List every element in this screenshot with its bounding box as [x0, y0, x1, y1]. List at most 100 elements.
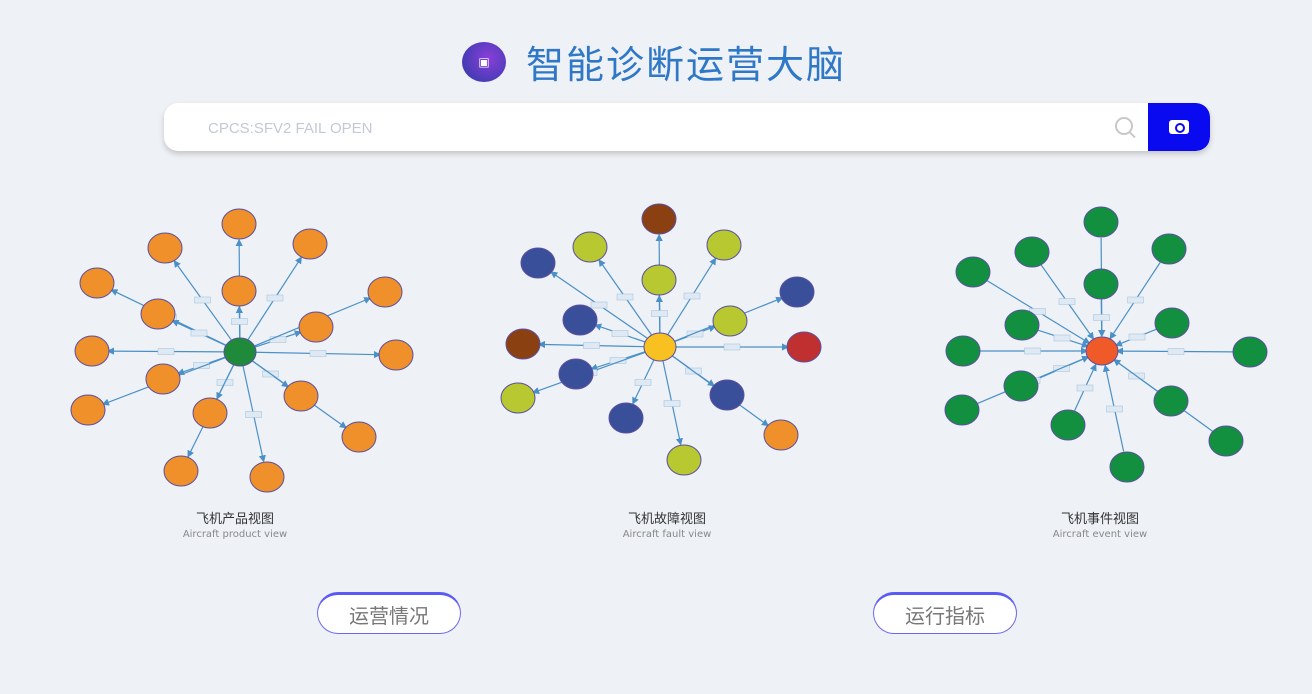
graph-node[interactable]: [283, 380, 319, 412]
search-icon[interactable]: [1115, 117, 1133, 135]
header: ▣ 智能诊断运营大脑: [462, 34, 846, 89]
page-title: 智能诊断运营大脑: [526, 43, 847, 87]
screen-check-icon: [1169, 120, 1189, 134]
graph-node[interactable]: [1050, 409, 1086, 441]
graph-node[interactable]: [298, 311, 334, 343]
graph-node[interactable]: [79, 267, 115, 299]
event-view-graph[interactable]: [944, 206, 1268, 483]
graph-center-node[interactable]: [1085, 336, 1119, 366]
edge-label: [1024, 347, 1041, 355]
edge-label: [1058, 298, 1076, 305]
view-subtitle: Aircraft fault view: [622, 529, 712, 540]
edge-label: [616, 293, 634, 301]
graph-node[interactable]: [1083, 268, 1119, 300]
view-title: 飞机产品视图: [195, 512, 274, 527]
graph-node[interactable]: [221, 275, 257, 307]
edge-label: [1053, 334, 1071, 342]
edge-label: [309, 350, 327, 357]
edge-label: [663, 400, 681, 407]
graph-node[interactable]: [1153, 385, 1189, 417]
edge-label: [1106, 405, 1123, 413]
edge-label: [231, 318, 248, 325]
graph-node[interactable]: [955, 256, 991, 288]
graph-node[interactable]: [1083, 206, 1119, 238]
product-view-caption: 飞机产品视图 Aircraft product view: [135, 508, 335, 540]
product-view-graph[interactable]: [70, 208, 414, 493]
edge-label: [245, 411, 262, 418]
edge-label: [590, 301, 608, 309]
edge-label: [683, 292, 701, 300]
graph-node[interactable]: [709, 379, 745, 411]
graph-node[interactable]: [944, 394, 980, 426]
edge-label: [611, 330, 629, 337]
event-view-caption: 飞机事件视图 Aircraft event view: [1000, 508, 1200, 540]
graph-node[interactable]: [221, 208, 257, 240]
edge-label: [193, 362, 210, 369]
fault-view-graph[interactable]: [500, 203, 822, 476]
graph-node[interactable]: [500, 382, 536, 414]
graph-node[interactable]: [140, 298, 176, 330]
edge-label: [609, 357, 627, 364]
graph-node[interactable]: [1232, 336, 1268, 368]
graph-node[interactable]: [562, 304, 598, 336]
graph-node[interactable]: [706, 229, 742, 261]
graph-node[interactable]: [341, 421, 377, 453]
graph-node[interactable]: [74, 335, 110, 367]
graph-node[interactable]: [572, 231, 608, 263]
brain-logo-icon: ▣: [462, 41, 506, 82]
graph-node[interactable]: [641, 264, 677, 296]
graph-center-node[interactable]: [223, 337, 257, 367]
view-title: 飞机事件视图: [1060, 512, 1139, 527]
graph-node[interactable]: [163, 455, 199, 487]
search-input[interactable]: [206, 103, 1090, 151]
graph-node[interactable]: [666, 444, 702, 476]
graph-node[interactable]: [378, 339, 414, 371]
graph-center-node[interactable]: [643, 332, 677, 362]
edge-label: [1127, 296, 1144, 304]
edge-label: [1128, 333, 1146, 341]
operations-button[interactable]: 运营情况: [317, 592, 461, 634]
edge-label: [194, 296, 211, 304]
graph-node[interactable]: [1208, 425, 1244, 457]
graph-node[interactable]: [1003, 370, 1039, 402]
edge-label: [190, 329, 208, 337]
graph-node[interactable]: [945, 335, 981, 367]
graph-node[interactable]: [147, 232, 183, 264]
graph-node[interactable]: [779, 276, 815, 308]
graph-node[interactable]: [608, 402, 644, 434]
edge-label: [1167, 348, 1185, 355]
view-subtitle: Aircraft event view: [1052, 529, 1148, 540]
edge-label: [686, 330, 704, 338]
graph-node[interactable]: [1109, 451, 1145, 483]
graph-node[interactable]: [1014, 236, 1050, 268]
fault-view-caption: 飞机故障视图 Aircraft fault view: [567, 508, 767, 540]
edge-label: [583, 342, 600, 349]
graph-node[interactable]: [367, 276, 403, 308]
graph-node[interactable]: [558, 358, 594, 390]
graph-node[interactable]: [505, 328, 541, 360]
graph-node[interactable]: [1151, 233, 1187, 265]
view-subtitle: Aircraft product view: [182, 529, 288, 540]
edge-label: [651, 310, 668, 317]
edge-label: [269, 336, 287, 343]
graph-node[interactable]: [763, 419, 799, 451]
graph-node[interactable]: [712, 305, 748, 337]
graph-node[interactable]: [70, 394, 106, 426]
edge-label: [634, 379, 652, 386]
graph-node[interactable]: [520, 247, 556, 279]
graph-node[interactable]: [249, 461, 285, 493]
search-bar: [164, 103, 1210, 151]
edge-label: [266, 294, 284, 302]
search-submit-button[interactable]: [1148, 103, 1210, 151]
graph-node[interactable]: [641, 203, 677, 235]
edge-label: [1076, 384, 1094, 392]
graph-node[interactable]: [145, 363, 181, 395]
graph-node[interactable]: [292, 228, 328, 260]
metrics-button[interactable]: 运行指标: [873, 592, 1017, 634]
graph-node[interactable]: [786, 331, 822, 363]
graph-node[interactable]: [192, 397, 228, 429]
graph-node[interactable]: [1154, 307, 1190, 339]
edge-label: [157, 348, 175, 355]
graph-node[interactable]: [1004, 309, 1040, 341]
